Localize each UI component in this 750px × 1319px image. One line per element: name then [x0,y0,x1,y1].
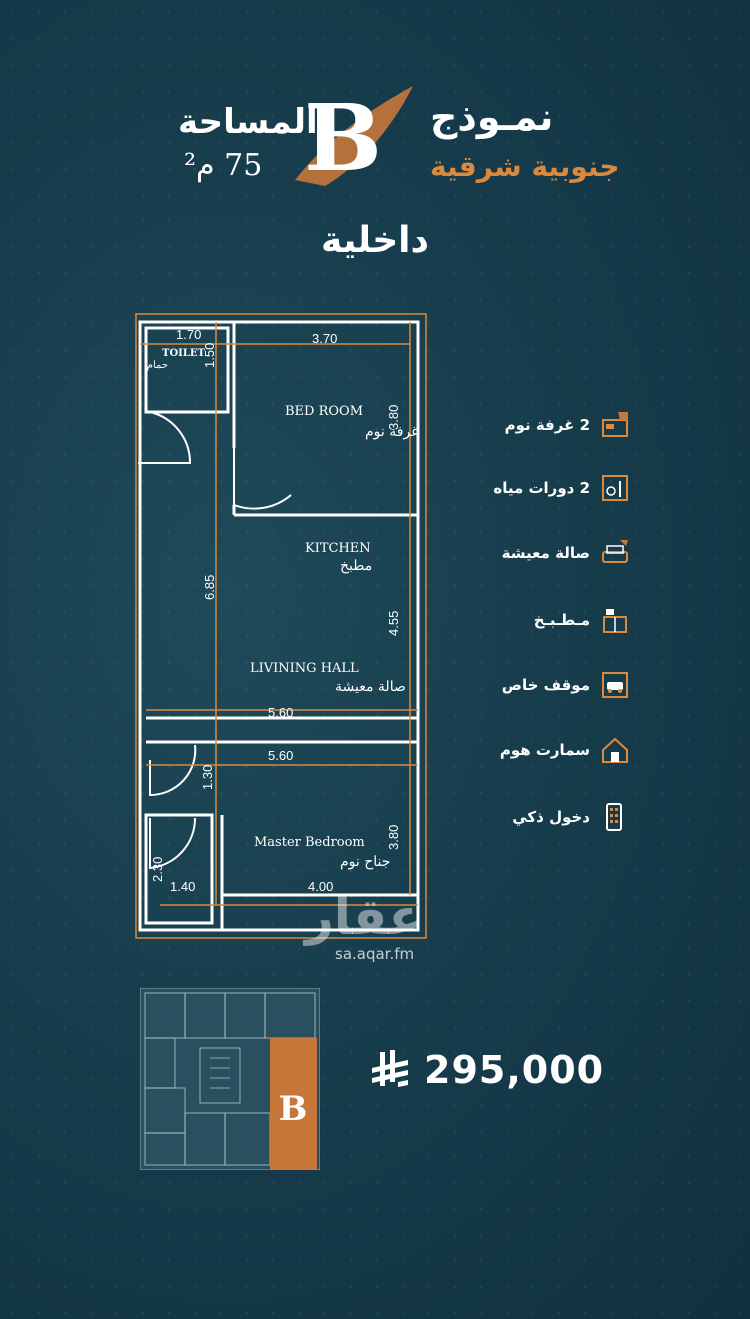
dim-label: 5.60 [268,748,293,763]
feature-item: دخول ذكي [470,797,630,837]
watermark-url: sa.aqar.fm [335,945,415,963]
room-label-toilet-ar: حمام [147,360,168,371]
key-plan-letter: B [279,1089,308,1129]
door-swing [149,744,197,797]
feature-label: 2 غرفة نوم [504,416,590,434]
room-label-living: LIVINING HALL [250,661,359,676]
feature-label: دخول ذكي [512,808,590,826]
feature-item: مـطـبـخ [470,600,630,640]
feature-item: 2 غرفة نوم [470,405,630,445]
room-label-master: Master Bedroom [254,835,365,850]
area-label: المساحة [178,102,318,142]
room-label-master-ar: جناح نوم [340,854,390,870]
feature-label: مـطـبـخ [533,611,590,629]
feature-label: موقف خاص [501,676,590,694]
unit-type-title: داخلية [321,220,429,261]
dim-label: 1.70 [176,327,201,342]
dim-label: 5.60 [268,705,293,720]
orientation-label: جنوبية شرقية [430,150,620,183]
feature-item: سمارت هوم [470,730,630,770]
price-value: 295,000 [424,1048,605,1092]
dim-label: 3.80 [386,825,401,850]
feature-item: صالة معيشة [470,533,630,573]
room-label-bedroom-ar: غرفة نوم [365,424,419,440]
feature-label: صالة معيشة [501,544,590,562]
room-label-toilet: TOILET [162,348,205,359]
dim-label: 4.55 [386,611,401,636]
feature-label: سمارت هوم [499,741,590,759]
watermark-logo: عقار [305,888,423,946]
price: 295,000 [368,1048,604,1092]
room-label-bedroom: BED ROOM [285,404,363,419]
floor-plan: 1.70 3.70 1.50 3.80 6.85 4.55 5.60 5.60 … [135,313,427,939]
dim-label: 1.50 [202,343,217,368]
dim-label: 3.70 [312,331,337,346]
bathroom-icon [602,475,628,501]
room-label-kitchen: KITCHEN [305,541,371,556]
kitchen-icon [603,609,627,633]
car-icon [602,672,628,698]
unit-b-highlight [270,1038,317,1170]
dim-label: 4.00 [308,879,333,894]
room-label-living-ar: صالة معيشة [335,679,406,695]
feature-item: موقف خاص [470,665,630,705]
building-key-plan: B [140,988,320,1170]
model-letter: B [304,84,382,192]
smart-home-icon [602,737,628,763]
feature-item: 2 دورات مياه [470,468,630,508]
toilet-wall [144,326,230,414]
model-letter-logo: B [295,84,413,192]
dim-label: 1.30 [200,765,215,790]
room-label-kitchen-ar: مطبخ [340,558,372,574]
outer-wall [138,320,420,932]
feature-label: 2 دورات مياه [493,479,590,497]
dim-label: 3.80 [386,405,401,430]
dim-label: 2.30 [150,857,165,882]
door-swing [149,817,197,870]
bed-icon [602,412,628,437]
sofa-icon [602,540,628,563]
keypad-icon [606,803,622,831]
dim-label: 6.85 [202,575,217,600]
bathroom-wall [144,813,214,925]
model-title: نمـوذج [430,95,554,139]
door-swing [233,448,292,510]
door-swing [138,411,192,464]
riyal-icon [372,1050,408,1087]
area-value: 75 م² [184,148,263,183]
dim-label: 1.40 [170,879,195,894]
